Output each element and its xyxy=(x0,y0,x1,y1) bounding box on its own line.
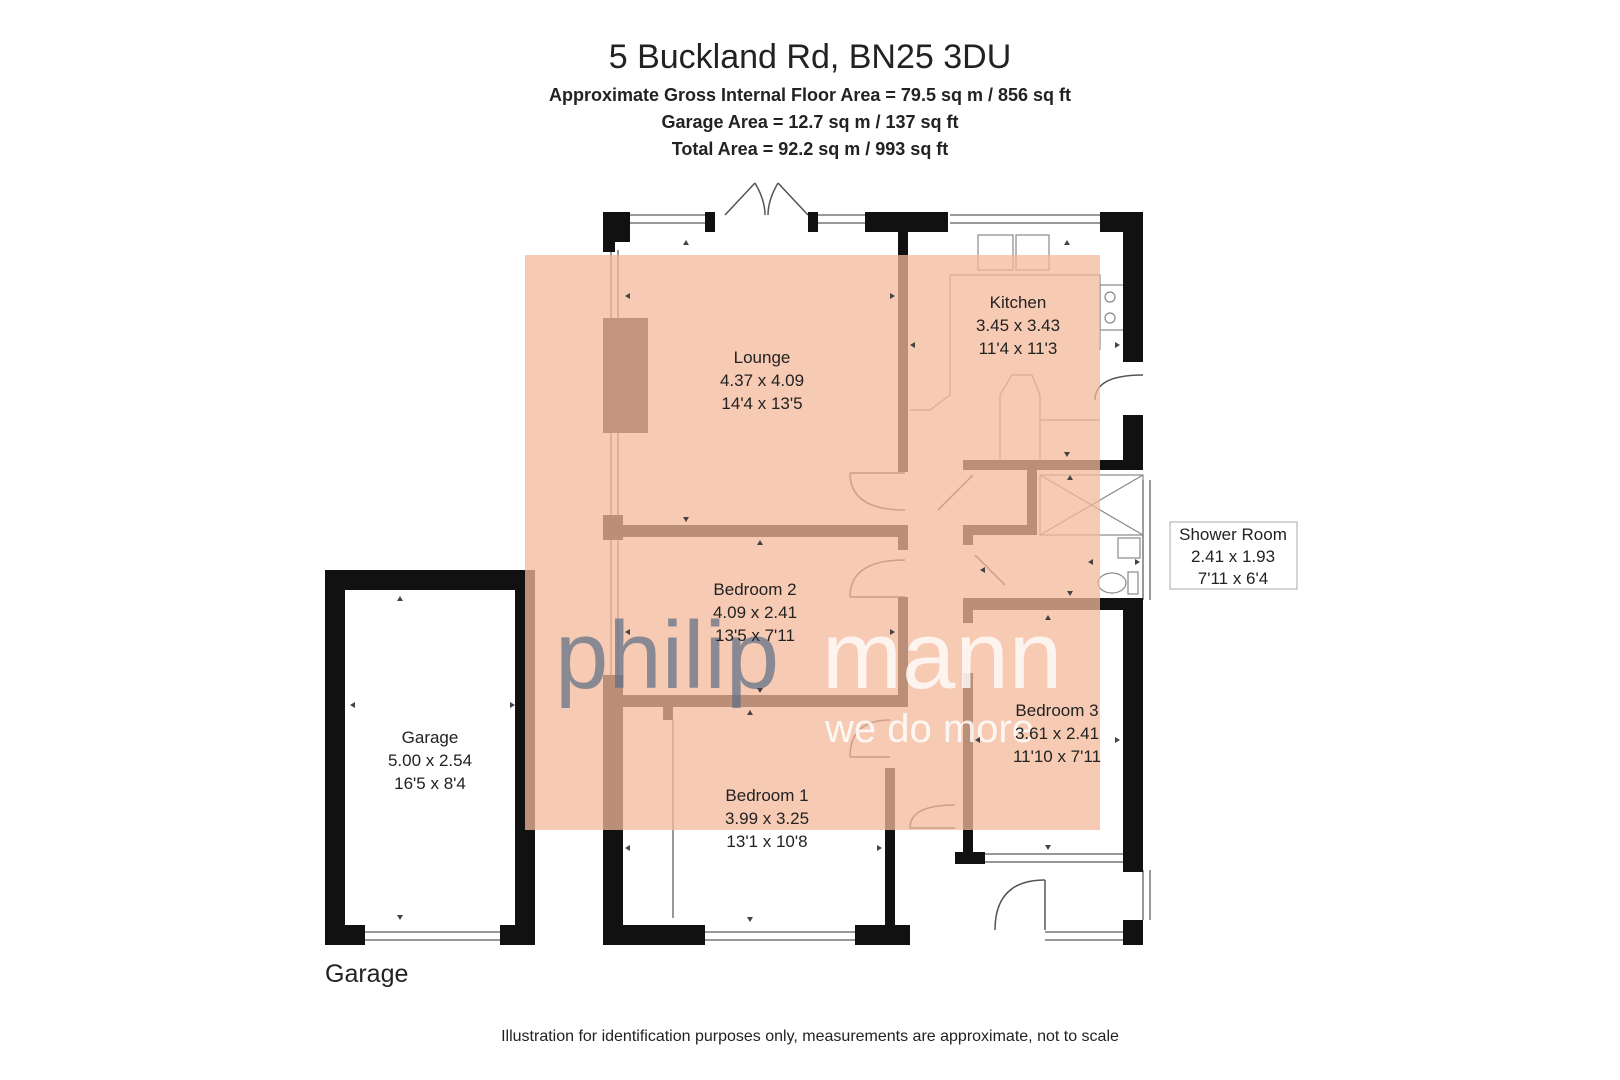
bedroom3-imperial: 11'10 x 7'11 xyxy=(1013,747,1101,766)
bedroom1-imperial: 13'1 x 10'8 xyxy=(726,832,807,851)
lounge-metric: 4.37 x 4.09 xyxy=(720,371,804,390)
dimension-arrows xyxy=(350,240,1140,922)
shower-imperial: 7'11 x 6'4 xyxy=(1198,569,1268,588)
bedroom3-metric: 3.61 x 2.41 xyxy=(1015,724,1099,743)
garage-imperial: 16'5 x 8'4 xyxy=(394,774,466,793)
room-bedroom-1: Bedroom 1 3.99 x 3.25 13'1 x 10'8 xyxy=(725,786,809,851)
shower-metric: 2.41 x 1.93 xyxy=(1191,547,1275,566)
disclaimer-text: Illustration for identification purposes… xyxy=(501,1028,1119,1045)
internal-area-text: Approximate Gross Internal Floor Area = … xyxy=(549,85,1071,105)
garage-footer-label: Garage xyxy=(325,960,409,988)
kitchen-name: Kitchen xyxy=(990,293,1047,312)
plan-title: 5 Buckland Rd, BN25 3DU xyxy=(608,38,1012,76)
room-lounge: Lounge 4.37 x 4.09 14'4 x 13'5 xyxy=(720,348,804,413)
garage-area-text: Garage Area = 12.7 sq m / 137 sq ft xyxy=(661,112,959,132)
lounge-name: Lounge xyxy=(734,348,791,367)
garage-name: Garage xyxy=(402,728,459,747)
bedroom3-name: Bedroom 3 xyxy=(1015,701,1098,720)
bedroom1-metric: 3.99 x 3.25 xyxy=(725,809,809,828)
room-bedroom-2: Bedroom 2 4.09 x 2.41 13'5 x 7'11 xyxy=(713,580,797,645)
shower-room-label-box xyxy=(1169,521,1298,590)
total-area-text: Total Area = 92.2 sq m / 993 sq ft xyxy=(671,139,949,159)
bedroom2-imperial: 13'5 x 7'11 xyxy=(715,626,795,645)
kitchen-imperial: 11'4 x 11'3 xyxy=(979,339,1058,358)
room-shower: Shower Room 2.41 x 1.93 7'11 x 6'4 xyxy=(1179,525,1287,588)
watermark-brand-dark: philip xyxy=(555,602,779,709)
watermark-brand-light: mann xyxy=(822,602,1062,709)
kitchen-metric: 3.45 x 3.43 xyxy=(976,316,1060,335)
bedroom2-name: Bedroom 2 xyxy=(713,580,796,599)
brand-watermark: philip mann we do more xyxy=(555,602,1062,751)
highlight-overlay xyxy=(525,255,1100,830)
room-kitchen: Kitchen 3.45 x 3.43 11'4 x 11'3 xyxy=(976,293,1060,358)
bedroom1-name: Bedroom 1 xyxy=(725,786,808,805)
room-bedroom-3: Bedroom 3 3.61 x 2.41 11'10 x 7'11 xyxy=(1013,701,1101,766)
watermark-tagline: we do more xyxy=(824,707,1034,751)
shower-name: Shower Room xyxy=(1179,525,1287,544)
garage-metric: 5.00 x 2.54 xyxy=(388,751,472,770)
lounge-imperial: 14'4 x 13'5 xyxy=(721,394,802,413)
bedroom2-metric: 4.09 x 2.41 xyxy=(713,603,797,622)
room-garage: Garage 5.00 x 2.54 16'5 x 8'4 xyxy=(388,728,472,793)
